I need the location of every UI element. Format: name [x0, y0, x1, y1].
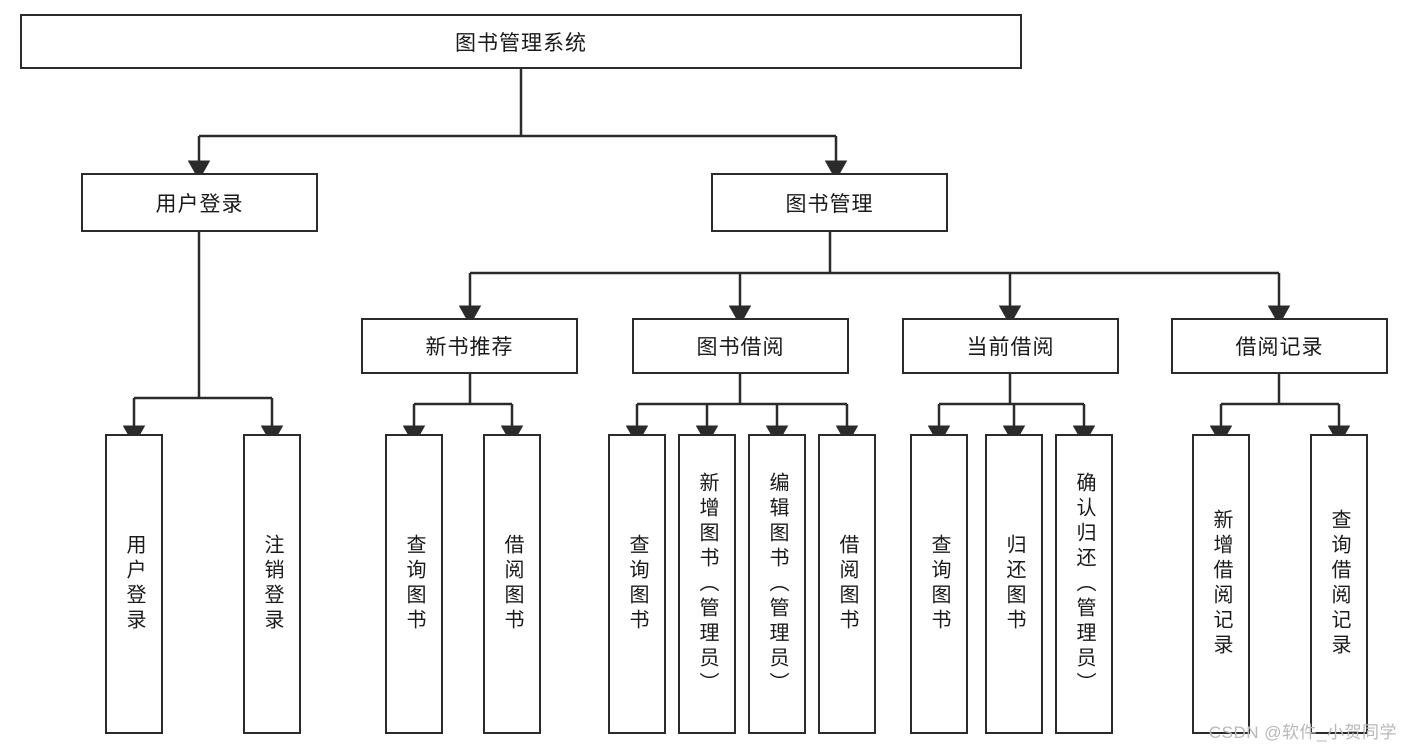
leaf-user-login-logout[interactable]: 注销登录 — [243, 434, 301, 734]
node-root-label: 图书管理系统 — [455, 31, 587, 55]
leaf-label: 查询图书 — [403, 534, 425, 634]
leaf-label: 借阅图书 — [836, 534, 858, 634]
leaf-label: 确认归还（管理员） — [1073, 471, 1095, 697]
leaf-label: 查询借阅记录 — [1328, 509, 1350, 659]
leaf-label: 新增图书（管理员） — [696, 471, 718, 697]
node-new-book-recommend-label: 新书推荐 — [425, 336, 514, 359]
leaf-current-return[interactable]: 归还图书 — [985, 434, 1043, 734]
leaf-new-book-query[interactable]: 查询图书 — [385, 434, 443, 734]
node-current-borrow[interactable]: 当前借阅 — [902, 318, 1119, 374]
leaf-record-query[interactable]: 查询借阅记录 — [1310, 434, 1368, 734]
leaf-label: 编辑图书（管理员） — [766, 471, 788, 697]
leaf-record-add[interactable]: 新增借阅记录 — [1192, 434, 1250, 734]
leaf-label: 查询图书 — [626, 534, 648, 634]
leaf-label: 新增借阅记录 — [1210, 509, 1232, 659]
leaf-user-login-login[interactable]: 用户登录 — [105, 434, 163, 734]
leaf-label: 查询图书 — [928, 534, 950, 634]
node-book-manage-label: 图书管理 — [785, 192, 874, 216]
leaf-borrow-edit-book[interactable]: 编辑图书（管理员） — [748, 434, 806, 734]
leaf-label: 注销登录 — [261, 534, 283, 634]
node-user-login-label: 用户登录 — [155, 192, 244, 216]
leaf-label: 用户登录 — [123, 534, 145, 634]
csdn-watermark: CSDN @软件_小贺同学 — [1208, 723, 1397, 742]
node-book-borrow[interactable]: 图书借阅 — [632, 318, 849, 374]
leaf-current-confirm-return[interactable]: 确认归还（管理员） — [1055, 434, 1113, 734]
leaf-borrow-borrow-book[interactable]: 借阅图书 — [818, 434, 876, 734]
node-book-borrow-label: 图书借阅 — [696, 336, 785, 359]
leaf-current-query[interactable]: 查询图书 — [910, 434, 968, 734]
leaf-borrow-add-book[interactable]: 新增图书（管理员） — [678, 434, 736, 734]
node-borrow-record[interactable]: 借阅记录 — [1171, 318, 1388, 374]
node-current-borrow-label: 当前借阅 — [966, 336, 1055, 359]
leaf-new-book-borrow[interactable]: 借阅图书 — [483, 434, 541, 734]
leaf-label: 借阅图书 — [501, 534, 523, 634]
node-book-manage[interactable]: 图书管理 — [711, 173, 948, 232]
node-borrow-record-label: 借阅记录 — [1235, 336, 1324, 359]
node-user-login[interactable]: 用户登录 — [81, 173, 318, 232]
leaf-borrow-query[interactable]: 查询图书 — [608, 434, 666, 734]
node-new-book-recommend[interactable]: 新书推荐 — [361, 318, 578, 374]
leaf-label: 归还图书 — [1003, 534, 1025, 634]
node-root[interactable]: 图书管理系统 — [20, 14, 1022, 69]
